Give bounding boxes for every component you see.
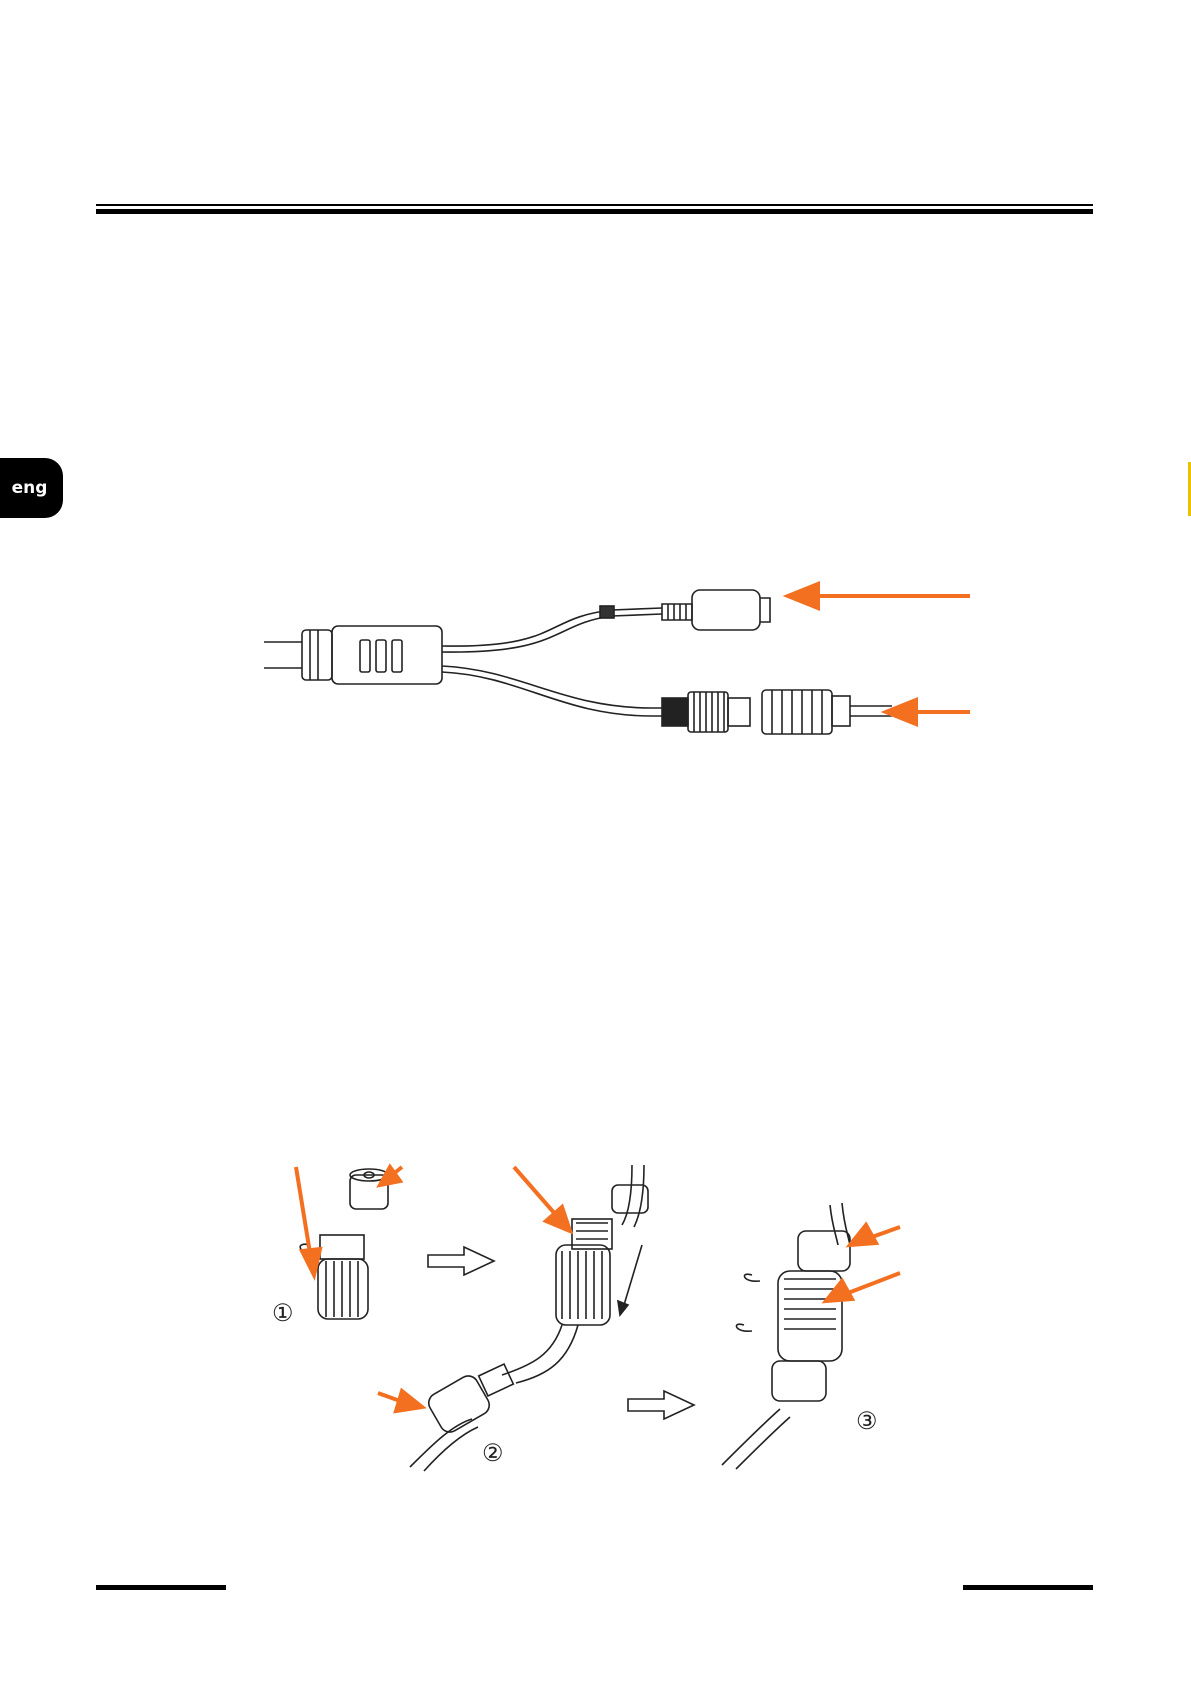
header-rule-thin <box>96 204 1093 206</box>
assembled-gland <box>778 1271 842 1361</box>
cable-connector-figure <box>262 568 1022 750</box>
header-rule-thick <box>96 209 1093 214</box>
input-cable <box>264 642 302 668</box>
socket-housing <box>425 1372 493 1435</box>
step-arrow-1 <box>428 1247 494 1275</box>
cable-gland <box>302 630 332 680</box>
step-arrow-2 <box>628 1391 694 1419</box>
footer-rule-right <box>963 1585 1093 1590</box>
power-cable <box>442 608 662 646</box>
dc-power-socket <box>692 590 760 630</box>
language-tab-label: eng <box>12 478 48 498</box>
step-number-2: ② <box>482 1439 504 1467</box>
step-number-3: ③ <box>856 1407 878 1435</box>
assembly-steps-figure: ① ② ③ <box>232 1155 972 1473</box>
assembled-nut <box>798 1231 850 1271</box>
network-cable <box>442 666 662 708</box>
power-socket-arrow <box>788 584 818 608</box>
footer-rule-left <box>96 1585 226 1590</box>
assembled-nut-arrow <box>850 1225 876 1245</box>
splitter-housing <box>332 626 442 684</box>
socket-arrow <box>396 1391 422 1411</box>
network-connector-arrow <box>886 700 916 724</box>
assembled-gland-arrow <box>826 1281 852 1301</box>
step-number-1: ① <box>272 1299 294 1327</box>
rj45-plug <box>479 1364 514 1396</box>
language-tab[interactable]: eng <box>0 458 63 518</box>
